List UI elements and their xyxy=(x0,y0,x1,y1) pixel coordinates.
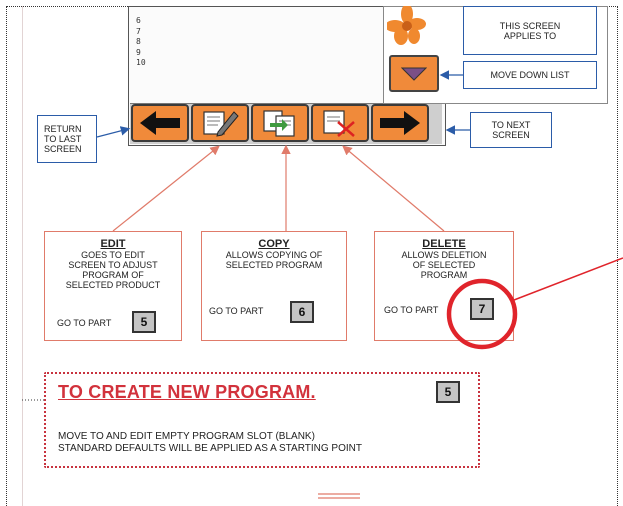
triangle-down-icon xyxy=(401,67,427,81)
goto-label: GO TO PART xyxy=(57,318,112,328)
copy-card: COPY ALLOWS COPYING OF SELECTED PROGRAM xyxy=(201,231,347,341)
card-title: COPY xyxy=(258,238,290,250)
move-down-button[interactable] xyxy=(389,55,439,92)
edit-pencil-icon xyxy=(203,111,239,137)
return-callout: RETURN TO LAST SCREEN xyxy=(37,115,97,163)
delete-card: DELETE ALLOWS DELETION OF SELECTED PROGR… xyxy=(374,231,514,341)
list-item[interactable]: 8 xyxy=(136,37,141,46)
create-new-line: STANDARD DEFAULTS WILL BE APPLIED AS A S… xyxy=(58,443,362,454)
back-button[interactable] xyxy=(131,104,189,142)
part-number-badge: 6 xyxy=(290,301,314,323)
page-edge xyxy=(22,6,23,506)
move-down-label: MOVE DOWN LIST xyxy=(463,61,597,89)
return-connector xyxy=(96,126,131,138)
card-body: ALLOWS COPYING OF SELECTED PROGRAM xyxy=(225,250,323,270)
card-title: EDIT xyxy=(100,238,126,250)
part-number-badge: 7 xyxy=(470,298,494,320)
create-new-text: MOVE TO AND EDIT EMPTY PROGRAM SLOT (BLA… xyxy=(58,431,362,455)
goto-label: GO TO PART xyxy=(384,305,439,315)
part-number-badge: 5 xyxy=(132,311,156,333)
create-new-title: TO CREATE NEW PROGRAM. xyxy=(58,382,316,402)
arrow-left-icon xyxy=(140,111,180,135)
list-item[interactable]: 6 xyxy=(136,16,141,25)
edit-card: EDIT GOES TO EDIT SCREEN TO ADJUST PROGR… xyxy=(44,231,182,341)
list-item[interactable]: 9 xyxy=(136,47,141,57)
orange-flower-icon xyxy=(387,6,426,45)
program-list: 6 7 8 9 10 xyxy=(136,16,146,69)
create-new-box xyxy=(44,372,480,468)
highlight-pointer-line xyxy=(513,257,623,301)
part-number-badge: 5 xyxy=(436,381,460,403)
applies-to-label: THIS SCREEN APPLIES TO xyxy=(463,6,597,55)
card-body: ALLOWS DELETION OF SELECTED PROGRAM xyxy=(401,250,487,280)
highlight-circle xyxy=(446,278,518,350)
list-item[interactable]: 7 xyxy=(136,26,141,36)
delete-button[interactable] xyxy=(311,104,369,142)
copy-document-icon xyxy=(263,110,295,137)
arrow-right-icon xyxy=(380,111,420,135)
delete-connector xyxy=(342,145,445,232)
card-body: GOES TO EDIT SCREEN TO ADJUST PROGRAM OF… xyxy=(65,250,161,290)
next-callout: TO NEXT SCREEN xyxy=(470,112,552,148)
copy-button[interactable] xyxy=(251,104,309,142)
delete-x-icon xyxy=(323,110,355,137)
card-title: DELETE xyxy=(422,238,466,250)
edit-button[interactable] xyxy=(191,104,249,142)
goto-label: GO TO PART xyxy=(209,306,264,316)
next-button[interactable] xyxy=(371,104,429,142)
list-item[interactable]: 10 xyxy=(136,58,146,67)
create-new-line: MOVE TO AND EDIT EMPTY PROGRAM SLOT (BLA… xyxy=(58,431,315,442)
edit-connector xyxy=(112,145,220,232)
